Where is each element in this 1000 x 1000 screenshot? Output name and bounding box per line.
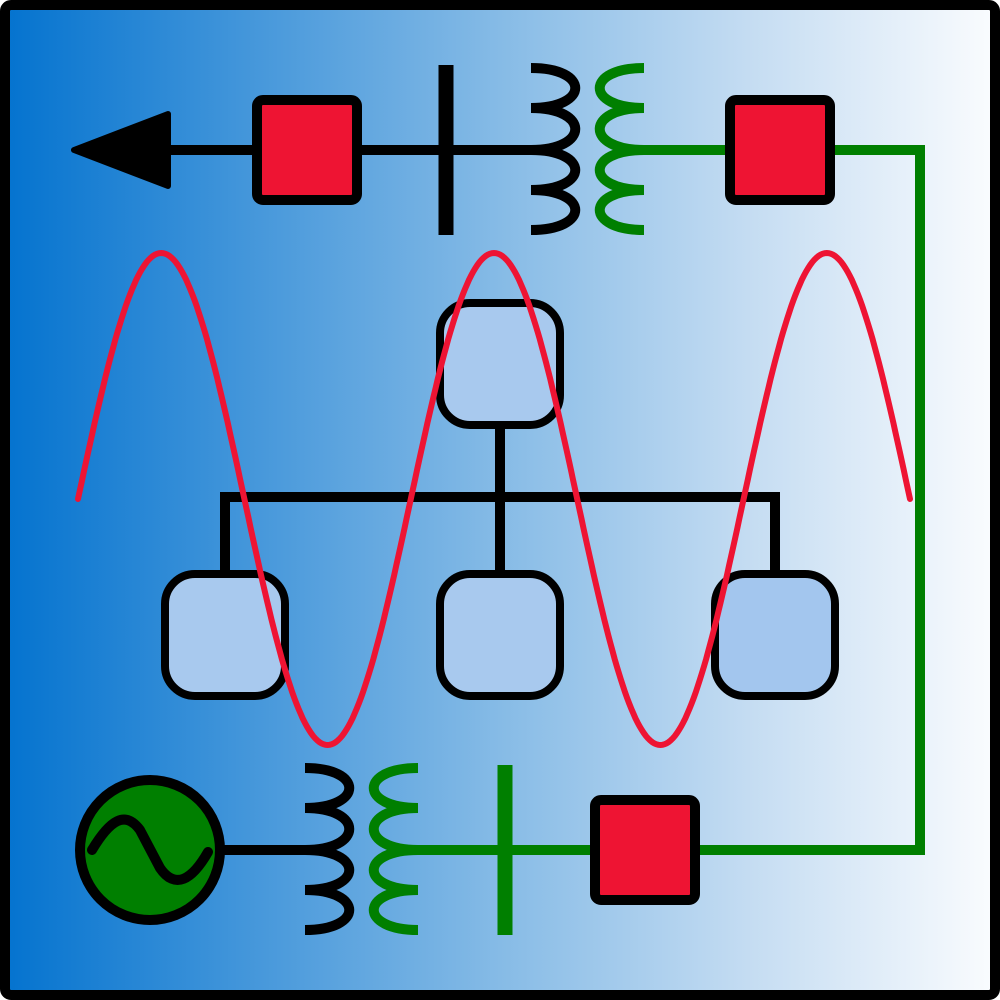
node-right[interactable] <box>711 570 839 700</box>
breaker-top-right[interactable] <box>725 95 835 205</box>
bottom-feeder <box>75 763 700 935</box>
hierarchy-tree <box>161 299 839 700</box>
arrow-left-icon <box>71 111 171 189</box>
tree-branch <box>220 492 780 580</box>
transformer-bottom[interactable] <box>304 763 419 935</box>
transformer-bottom-secondary-coil <box>369 763 419 935</box>
node-left[interactable] <box>161 570 289 700</box>
top-feeder <box>71 63 920 235</box>
ac-wave-icon <box>87 814 213 885</box>
breaker-bottom[interactable] <box>590 795 700 905</box>
transformer-bottom-primary-coil <box>304 763 354 935</box>
generator[interactable] <box>75 775 225 925</box>
transformer-top-primary-coil <box>530 63 580 235</box>
node-center[interactable] <box>436 570 564 700</box>
sine-wave <box>75 249 913 749</box>
node-top[interactable] <box>436 299 564 429</box>
wire-green-return <box>690 145 925 855</box>
breaker-top-left[interactable] <box>252 95 362 205</box>
